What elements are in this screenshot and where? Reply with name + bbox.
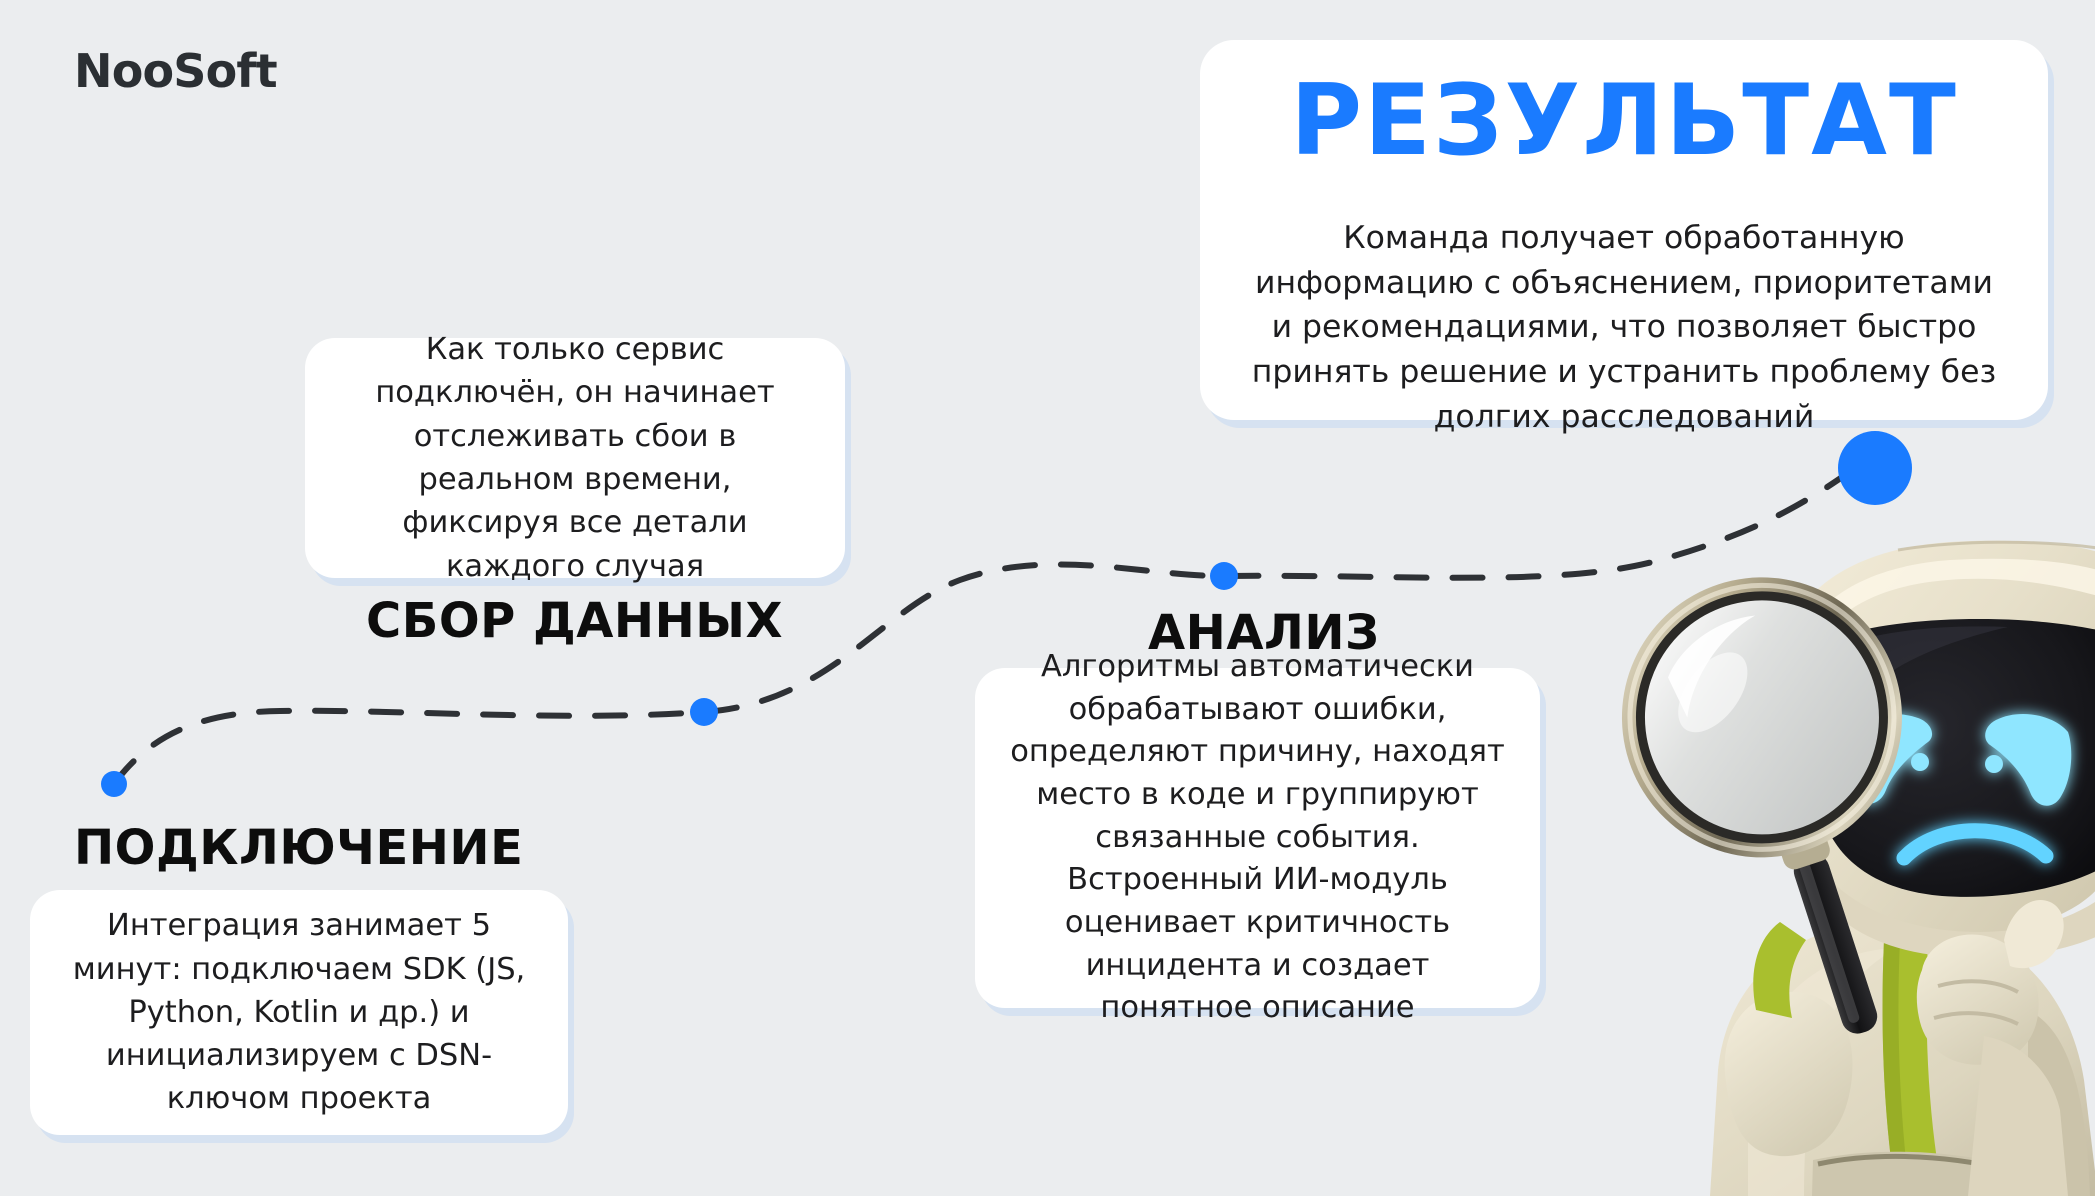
robot-right-hand bbox=[1916, 899, 2068, 1196]
stage-label-connect: ПОДКЛЮЧЕНИЕ bbox=[74, 820, 524, 876]
connect-card: Интеграция занимает 5 минут: подключаем … bbox=[30, 890, 568, 1135]
robot-eyes-icon bbox=[1843, 713, 2072, 866]
stage-label-analysis: АНАЛИЗ bbox=[1148, 605, 1380, 661]
robot-head bbox=[1781, 540, 2095, 958]
analysis-card: Алгоритмы автоматически обрабатывают оши… bbox=[975, 649, 1540, 1025]
result-description: Команда получает обработанную информацию… bbox=[1251, 220, 1997, 435]
result-title: РЕЗУЛЬТАТ bbox=[1290, 64, 1958, 178]
robot-left-arm bbox=[1724, 991, 1853, 1157]
milestone-dot-analysis bbox=[1210, 562, 1238, 590]
milestone-dot-collect bbox=[690, 698, 718, 726]
robot-torso bbox=[1710, 920, 2095, 1196]
magnifying-glass-icon bbox=[1621, 577, 1902, 1034]
stage-label-collect: СБОР ДАННЫХ bbox=[366, 593, 783, 649]
robot-mascot-icon bbox=[1621, 540, 2095, 1196]
collect-description: Как только сервис подключён, он начинает… bbox=[375, 332, 775, 584]
milestone-dot-result bbox=[1838, 431, 1912, 505]
brand-logo: NooSoft bbox=[74, 44, 278, 98]
milestone-dot-connect bbox=[101, 771, 127, 797]
connect-description: Интеграция занимает 5 минут: подключаем … bbox=[72, 908, 526, 1117]
analysis-description: Алгоритмы автоматически обрабатывают оши… bbox=[1010, 648, 1505, 1026]
collect-card: Как только сервис подключён, он начинает… bbox=[305, 332, 845, 584]
result-card: РЕЗУЛЬТАТ Команда получает обработанную … bbox=[1200, 40, 2048, 435]
